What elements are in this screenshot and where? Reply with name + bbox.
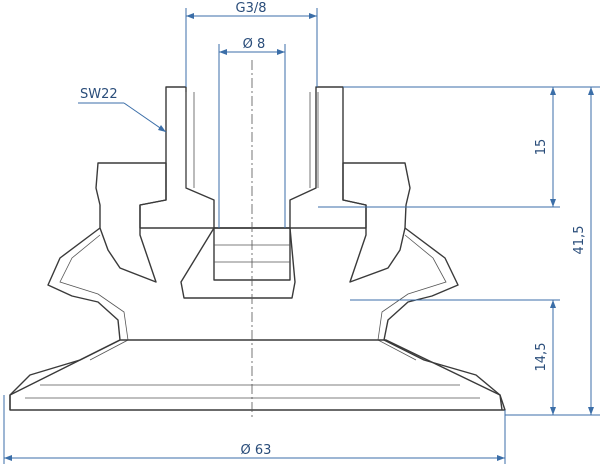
diameter-label: Ø 63: [241, 443, 272, 458]
dimension-bore: Ø 8: [218, 37, 286, 228]
bellows: [9, 227, 503, 411]
lip: [9, 339, 506, 411]
lip-height-label: 14,5: [534, 343, 549, 372]
dimension-lip-height: 14,5: [350, 299, 560, 415]
cup-body-right: [342, 162, 411, 283]
center-insert: [180, 227, 296, 299]
dimension-sw22: SW22: [78, 87, 167, 133]
wrench-label: SW22: [80, 87, 118, 102]
total-height-label: 41,5: [572, 226, 587, 255]
cup-body-left: [95, 162, 167, 283]
depth-label: 15: [534, 139, 549, 156]
dimension-diameter: Ø 63: [3, 395, 506, 464]
fitting-left: [139, 86, 215, 229]
dimension-thread-depth: 15: [318, 86, 560, 208]
suction-cup-section: [9, 60, 506, 418]
thread-label: G3/8: [236, 1, 267, 16]
dimension-g38: G3/8: [185, 1, 318, 87]
bore-label: Ø 8: [243, 37, 266, 52]
dimension-total-height: 41,5: [505, 86, 600, 416]
